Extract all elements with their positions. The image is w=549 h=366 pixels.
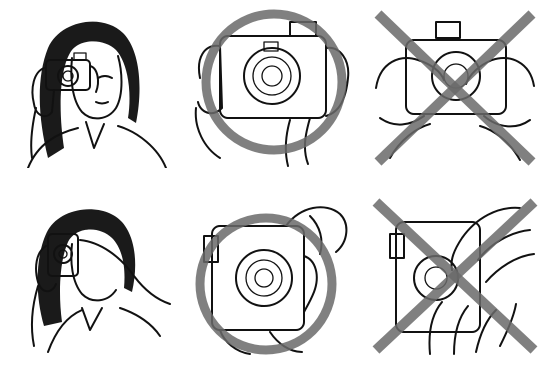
person-illustration	[8, 8, 178, 168]
collar	[82, 308, 102, 330]
hands-camera-illustration	[190, 8, 360, 168]
incorrect-grip-vertical-illustration	[370, 196, 540, 356]
incorrect-grip-horizontal-illustration	[370, 8, 540, 168]
right-hand	[90, 66, 98, 92]
hands-camera-illustration	[370, 8, 540, 168]
torso	[48, 308, 160, 352]
eye	[98, 76, 112, 78]
correct-grip-horizontal-illustration	[190, 8, 360, 168]
camera-lens-inner	[262, 66, 282, 86]
camera-lens	[236, 250, 292, 306]
bottom-hand-over-lens	[430, 302, 517, 354]
camera-lens-ring	[253, 57, 291, 95]
face-outline	[71, 56, 121, 118]
person-holding-camera-vertical-illustration	[8, 196, 178, 356]
side-fingers	[304, 256, 317, 312]
camera-body-vertical	[212, 226, 304, 330]
mouth	[96, 102, 108, 104]
hands-camera-illustration	[190, 196, 360, 356]
camera-lens-inner	[255, 269, 273, 287]
correct-mark-circle	[206, 14, 342, 150]
correct-grip-vertical-illustration	[190, 196, 360, 356]
camera-flash	[436, 22, 460, 38]
person-holding-camera-horizontal-illustration	[8, 8, 178, 168]
hands-camera-illustration	[370, 196, 540, 356]
person-illustration	[8, 196, 178, 356]
camera-lens-ring	[246, 260, 282, 296]
collar	[86, 122, 104, 148]
right-arm	[31, 108, 36, 158]
lower-arm	[32, 286, 38, 346]
camera-flash	[74, 53, 86, 60]
